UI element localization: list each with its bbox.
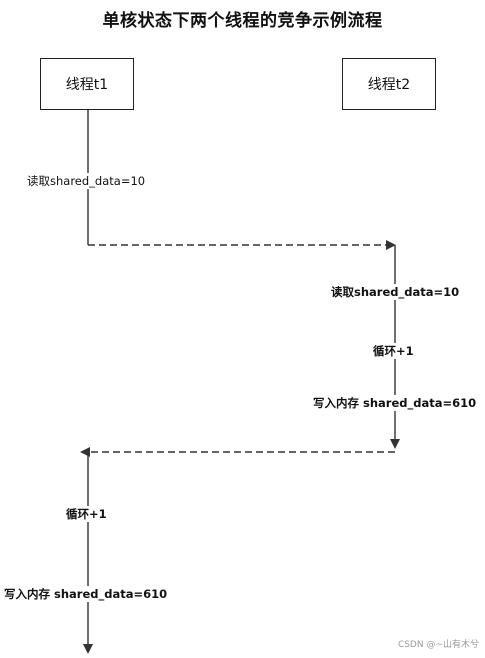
- thread-t1-box: 线程t1: [40, 58, 134, 110]
- t2-loop-step: 循环+1: [371, 343, 416, 359]
- t1-read-step: 读取shared_data=10: [25, 173, 148, 189]
- t1-loop-step: 循环+1: [64, 506, 109, 522]
- thread-t1-label: 线程t1: [65, 77, 109, 93]
- t2-write-step: 写入内存 shared_data=610: [311, 395, 479, 411]
- thread-t2-label: 线程t2: [367, 77, 411, 93]
- diagram-title: 单核状态下两个线程的竞争示例流程: [102, 11, 383, 31]
- thread-t2-box: 线程t2: [342, 58, 436, 110]
- t1-write-step: 写入内存 shared_data=610: [2, 586, 170, 602]
- watermark: CSDN @~山有木兮: [397, 640, 479, 650]
- t2-read-step: 读取shared_data=10: [329, 284, 462, 300]
